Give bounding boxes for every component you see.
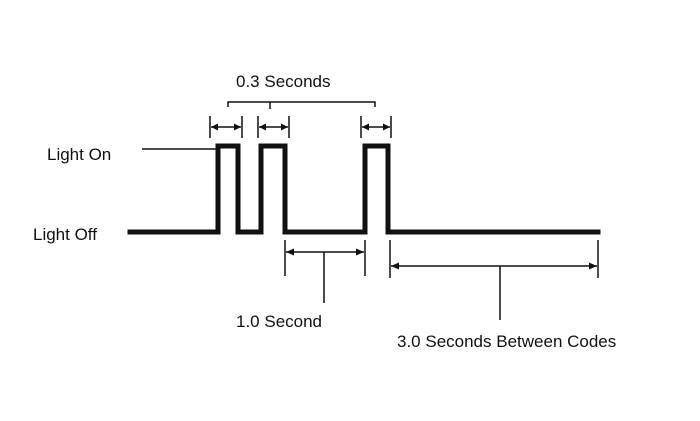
pulse-width-label: 0.3 Seconds — [236, 72, 331, 91]
pulse-width-bracket — [227, 101, 376, 107]
light-off-label: Light Off — [33, 225, 97, 244]
gap-width-callout: 1.0 Second — [236, 240, 366, 331]
gap-width-label: 1.0 Second — [236, 312, 322, 331]
pulse-width-callout: 0.3 Seconds — [209, 72, 392, 138]
pulse-3-dimension — [360, 116, 392, 138]
pulse-1-dimension — [209, 116, 243, 138]
pulse-2-dimension — [257, 116, 290, 138]
light-on-label: Light On — [47, 145, 111, 164]
between-codes-label: 3.0 Seconds Between Codes — [397, 332, 616, 351]
between-codes-callout: 3.0 Seconds Between Codes — [389, 240, 616, 351]
signal-waveform — [127, 143, 601, 235]
